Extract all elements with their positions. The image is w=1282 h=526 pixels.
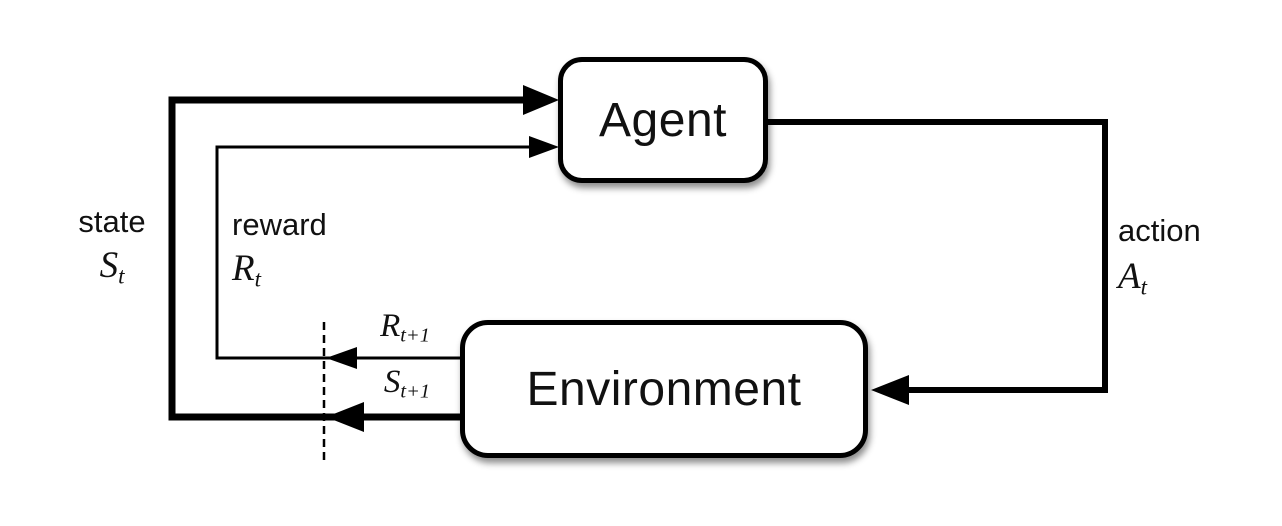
next-state-symbol-subscript: t+1 xyxy=(400,380,431,403)
environment-node: Environment xyxy=(460,320,868,458)
action-symbol-subscript: t xyxy=(1140,274,1147,300)
state-arrowhead-into-agent-icon xyxy=(523,85,559,115)
next-reward-label-group: Rt+1 xyxy=(340,308,470,347)
reward-symbol-subscript: t xyxy=(254,266,261,292)
state-edge xyxy=(168,96,548,421)
next-state-arrowhead-icon xyxy=(326,402,364,432)
agent-node-label: Agent xyxy=(599,93,727,147)
action-word: action xyxy=(1118,213,1201,248)
state-symbol-base: S xyxy=(99,244,119,286)
next-reward-symbol-subscript: t+1 xyxy=(400,324,430,347)
action-label-group: action At xyxy=(1118,213,1248,300)
action-edge xyxy=(766,119,1108,393)
environment-node-label: Environment xyxy=(526,362,802,416)
reward-arrowhead-into-agent-icon xyxy=(529,136,559,158)
next-state-label-group: St+1 xyxy=(342,364,472,403)
action-symbol: At xyxy=(1118,255,1248,300)
action-arrowhead-into-environment-icon xyxy=(871,375,909,405)
reward-word: reward xyxy=(232,207,327,242)
agent-node: Agent xyxy=(558,57,768,183)
state-symbol: St xyxy=(52,244,172,289)
state-symbol-subscript: t xyxy=(118,263,125,289)
reward-symbol-base: R xyxy=(232,247,255,289)
next-state-symbol: St+1 xyxy=(342,364,472,403)
next-reward-symbol: Rt+1 xyxy=(340,308,470,347)
state-word: state xyxy=(78,204,146,239)
next-reward-symbol-base: R xyxy=(380,308,401,344)
action-symbol-base: A xyxy=(1118,255,1141,297)
reward-symbol: Rt xyxy=(232,247,362,292)
state-label-group: state St xyxy=(52,204,172,289)
next-reward-arrowhead-icon xyxy=(326,347,357,369)
next-state-symbol-base: S xyxy=(383,364,401,400)
reward-label-group: reward Rt xyxy=(232,207,362,292)
